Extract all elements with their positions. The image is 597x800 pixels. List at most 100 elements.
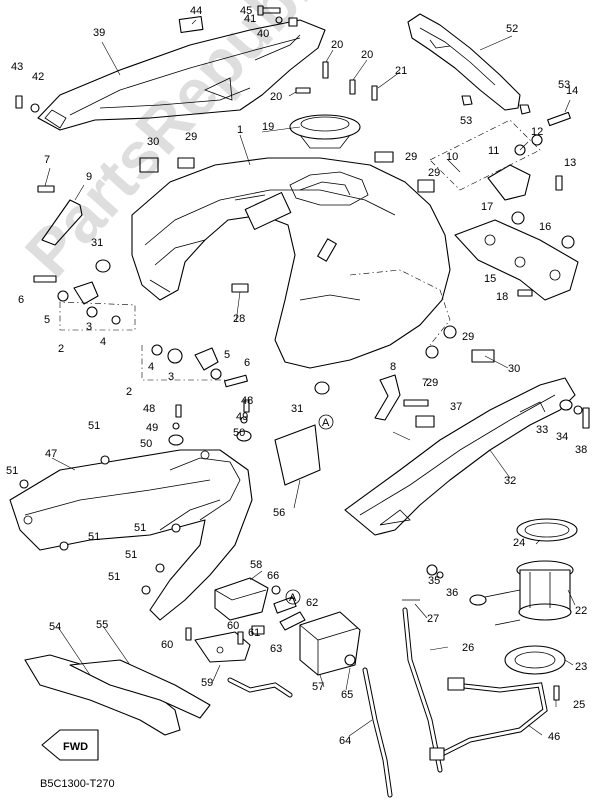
callout-c29a: 29 (185, 131, 197, 143)
callout-c6a: 6 (18, 294, 24, 306)
grommet-35 (426, 564, 438, 576)
callout-c64: 64 (339, 735, 351, 747)
callout-c15: 15 (484, 273, 496, 285)
callout-cA2: A (289, 592, 297, 604)
grommet-42 (30, 103, 40, 113)
pad-29a (177, 157, 195, 169)
clamp-66 (271, 585, 281, 595)
callout-c4a: 4 (100, 336, 106, 348)
callout-c22: 22 (575, 605, 587, 617)
pad-37 (415, 415, 435, 428)
leader-lines (44, 19, 576, 737)
hose-59-line (227, 677, 293, 698)
callout-c20b: 20 (361, 49, 373, 61)
callout-c8: 8 (390, 361, 396, 373)
callout-c13: 13 (564, 157, 576, 169)
callout-c66: 66 (267, 570, 279, 582)
bracket-assembly-10 (429, 111, 571, 201)
callout-c60a: 60 (161, 639, 173, 651)
callout-c37: 37 (450, 401, 462, 413)
callout-c10: 10 (446, 151, 458, 163)
bolt-18 (517, 289, 533, 297)
bolt-20b (349, 79, 356, 95)
callout-c49b: 49 (236, 411, 248, 423)
clip-61 (251, 625, 265, 635)
pad-30a (139, 157, 159, 173)
callout-c36: 36 (446, 587, 458, 599)
right-side-cover-32 (344, 377, 576, 536)
bolt-60a (185, 627, 192, 641)
callout-c6b: 6 (244, 357, 250, 369)
callout-c61: 61 (248, 627, 260, 639)
bolt-60b (237, 631, 244, 645)
grommet-29d (443, 325, 457, 339)
hose-26 (402, 607, 443, 773)
callout-c18: 18 (496, 291, 508, 303)
callout-c39: 39 (93, 27, 105, 39)
callout-c31a: 31 (91, 237, 103, 249)
callout-c30a: 30 (147, 136, 159, 148)
screw-51d (171, 523, 181, 533)
nut-53b (461, 95, 473, 106)
callout-c3b: 3 (168, 371, 174, 383)
callout-c29d: 29 (462, 331, 474, 343)
callout-c46: 46 (548, 731, 560, 743)
callout-c20a: 20 (331, 39, 343, 51)
callout-circle-cA2 (285, 589, 301, 605)
callout-c2a: 2 (58, 343, 64, 355)
callout-c54: 54 (49, 621, 61, 633)
pad-30b (471, 349, 495, 363)
callout-c30b: 30 (508, 363, 520, 375)
callout-c35: 35 (428, 575, 440, 587)
callout-c50a: 50 (140, 438, 152, 450)
callout-c52: 52 (506, 23, 518, 35)
grommet-33 (559, 399, 573, 411)
pump-plate-23 (504, 645, 566, 675)
callout-c55: 55 (96, 619, 108, 631)
callout-c32: 32 (504, 475, 516, 487)
callout-c51c: 51 (88, 531, 100, 543)
bolt-20a (322, 61, 329, 79)
screw-51f (141, 585, 151, 595)
callout-c4b: 4 (148, 361, 154, 373)
collar-34 (573, 405, 583, 415)
grommet-50a (168, 434, 184, 446)
damper-assembly-center (141, 344, 248, 388)
diagram-code: B5C1300-T270 (40, 778, 115, 790)
canister-57 (299, 611, 361, 676)
callout-c25: 25 (573, 699, 585, 711)
callout-c21: 21 (395, 65, 407, 77)
callout-c5a: 5 (44, 314, 50, 326)
rear-cover-52 (407, 13, 521, 111)
callout-c19: 19 (262, 121, 274, 133)
callout-c53b: 53 (460, 115, 472, 127)
screw-51e (155, 563, 165, 573)
damper-assembly-left (57, 281, 136, 331)
plate-56 (274, 424, 321, 486)
bolt-6a (33, 275, 57, 283)
bracket-8 (374, 374, 401, 421)
callout-c31b: 31 (291, 403, 303, 415)
callout-c23: 23 (575, 661, 587, 673)
decal-44 (178, 15, 204, 34)
callout-c29b: 29 (405, 151, 417, 163)
callout-c53a: 53 (558, 79, 570, 91)
grommet-16 (561, 235, 575, 249)
fuel-cap-19 (289, 114, 361, 149)
callout-c42: 42 (32, 71, 44, 83)
clip-28 (231, 283, 249, 293)
callout-c7b: 7 (422, 377, 428, 389)
under-tray-47 (9, 449, 253, 621)
callout-cA1: A (322, 417, 330, 429)
callout-c24: 24 (513, 537, 525, 549)
grommet-29e (425, 345, 439, 359)
side-cover-39 (37, 19, 326, 131)
pad-29c (417, 179, 435, 193)
callout-c34: 34 (556, 431, 568, 443)
callout-c5b: 5 (224, 349, 230, 361)
canister-bracket-58 (214, 577, 269, 621)
nut-53a (519, 104, 531, 115)
bolt-43 (15, 95, 23, 109)
gasket-24 (516, 518, 578, 542)
screw-51b (19, 479, 29, 489)
